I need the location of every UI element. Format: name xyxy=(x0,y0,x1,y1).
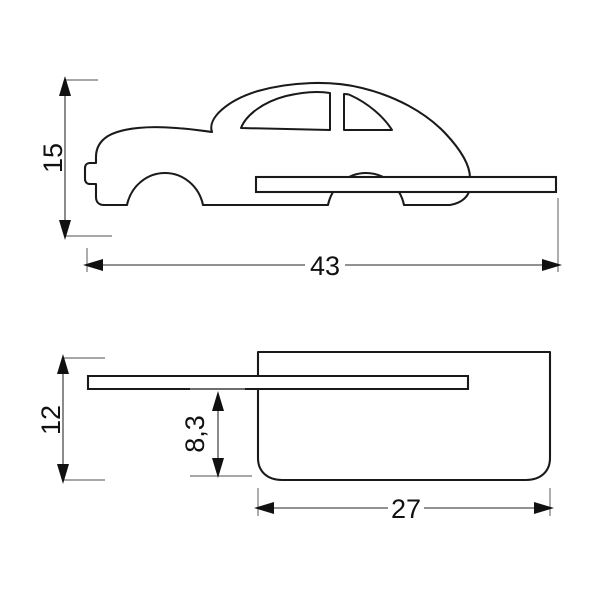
back-plate-outline xyxy=(256,350,552,482)
dimension-label-height-front: 15 xyxy=(38,143,68,173)
dimension-height-front: 15 xyxy=(38,76,112,240)
shelf-plate-front xyxy=(254,175,558,194)
car-rear-window xyxy=(343,93,393,131)
dimension-depth-side: 27 xyxy=(254,488,554,524)
dimension-label-shelf-height-side: 8,3 xyxy=(180,415,210,453)
front-elevation-view: 15 43 xyxy=(38,76,562,281)
dimension-label-depth-side: 27 xyxy=(391,494,421,524)
side-elevation-view: 12 8,3 27 xyxy=(36,350,554,524)
dimension-label-height-side: 12 xyxy=(36,405,66,435)
car-front-window xyxy=(240,91,331,131)
dimension-shelf-height-side: 8,3 xyxy=(180,388,252,478)
dimension-height-side: 12 xyxy=(36,354,105,484)
shelf-plate-side xyxy=(86,374,470,391)
dimension-label-width-front: 43 xyxy=(310,251,340,281)
dimension-width-front: 43 xyxy=(83,198,562,281)
